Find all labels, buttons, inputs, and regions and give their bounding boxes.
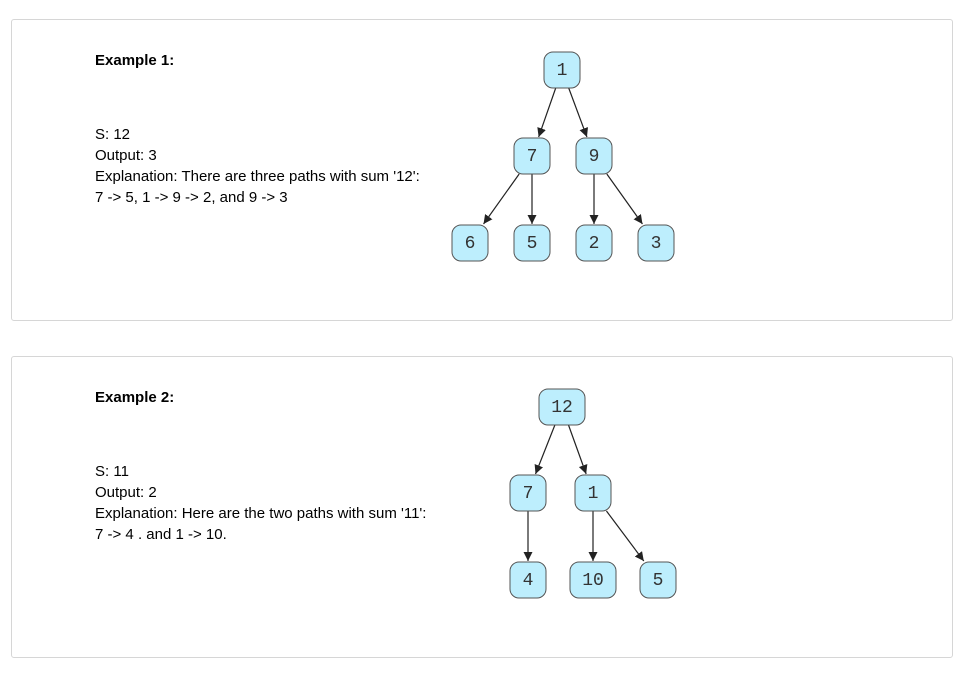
tree-node-label: 7 xyxy=(523,484,534,504)
tree-node-box xyxy=(513,137,551,175)
tree-node-label: 10 xyxy=(582,571,604,591)
tree-node-box xyxy=(575,137,613,175)
tree-node-box xyxy=(574,474,612,512)
tree-edge-a-c xyxy=(567,424,588,475)
tree-node: 5 xyxy=(513,224,551,262)
tree-node-box xyxy=(451,224,489,262)
tree-node: 10 xyxy=(569,561,617,599)
tree-edge-a-b xyxy=(537,87,557,138)
tree-node-box xyxy=(513,224,551,262)
example-2-sum: S: 11 xyxy=(95,463,129,480)
example-1-card: Example 1: S: 12 Output: 3 Explanation: … xyxy=(11,19,953,321)
tree-node-label: 3 xyxy=(651,234,662,254)
example-1-output: Output: 3 xyxy=(95,147,157,164)
tree-node: 7 xyxy=(509,474,547,512)
example-2-output: Output: 2 xyxy=(95,484,157,501)
tree-node-label: 12 xyxy=(551,398,573,418)
example-1-text: S: 12 Output: 3 Explanation: There are t… xyxy=(95,124,420,208)
tree-node-box xyxy=(639,561,677,599)
example-2-title: Example 2: xyxy=(95,389,175,406)
example-2-tree: 12 7 1 4 10 5 xyxy=(509,388,677,599)
tree-node: 1 xyxy=(574,474,612,512)
tree-edge-b-d xyxy=(483,173,520,225)
tree-node-box xyxy=(509,561,547,599)
tree-node: 2 xyxy=(575,224,613,262)
tree-node: 1 xyxy=(543,51,581,89)
tree-node-box xyxy=(509,474,547,512)
tree-node-box xyxy=(569,561,617,599)
tree-node-label: 4 xyxy=(523,571,534,591)
tree-edge-c-f xyxy=(605,510,645,562)
tree-node: 3 xyxy=(637,224,675,262)
tree-node-box xyxy=(543,51,581,89)
example-1-tree: 1 7 9 6 5 2 3 xyxy=(451,51,675,262)
tree-node-label: 6 xyxy=(465,234,476,254)
tree-node-label: 7 xyxy=(527,147,538,167)
tree-node: 12 xyxy=(538,388,586,426)
tree-node-label: 5 xyxy=(653,571,664,591)
tree-node: 5 xyxy=(639,561,677,599)
tree-node-box xyxy=(538,388,586,426)
tree-node-label: 9 xyxy=(589,147,600,167)
tree-edge-a-c xyxy=(568,87,589,138)
tree-node: 6 xyxy=(451,224,489,262)
tree-node-label: 2 xyxy=(589,234,600,254)
tree-node: 9 xyxy=(575,137,613,175)
tree-node-label: 5 xyxy=(527,234,538,254)
tree-node-label: 1 xyxy=(588,484,599,504)
example-2-paths: 7 -> 4 . and 1 -> 10. xyxy=(95,526,227,543)
example-1-title: Example 1: xyxy=(95,52,175,69)
example-2-card: Example 2: S: 11 Output: 2 Explanation: … xyxy=(11,356,953,658)
tree-node: 4 xyxy=(509,561,547,599)
tree-edge-c-g xyxy=(606,173,643,225)
tree-node: 7 xyxy=(513,137,551,175)
example-1-paths: 7 -> 5, 1 -> 9 -> 2, and 9 -> 3 xyxy=(95,189,288,206)
example-1-sum: S: 12 xyxy=(95,126,131,143)
tree-node-box xyxy=(575,224,613,262)
example-2-text: S: 11 Output: 2 Explanation: Here are th… xyxy=(95,461,426,545)
example-1-explanation: Explanation: There are three paths with … xyxy=(95,168,420,185)
example-2-explanation: Explanation: Here are the two paths with… xyxy=(95,505,427,522)
tree-node-box xyxy=(637,224,675,262)
tree-node-label: 1 xyxy=(557,61,568,81)
tree-edge-a-b xyxy=(534,424,556,475)
